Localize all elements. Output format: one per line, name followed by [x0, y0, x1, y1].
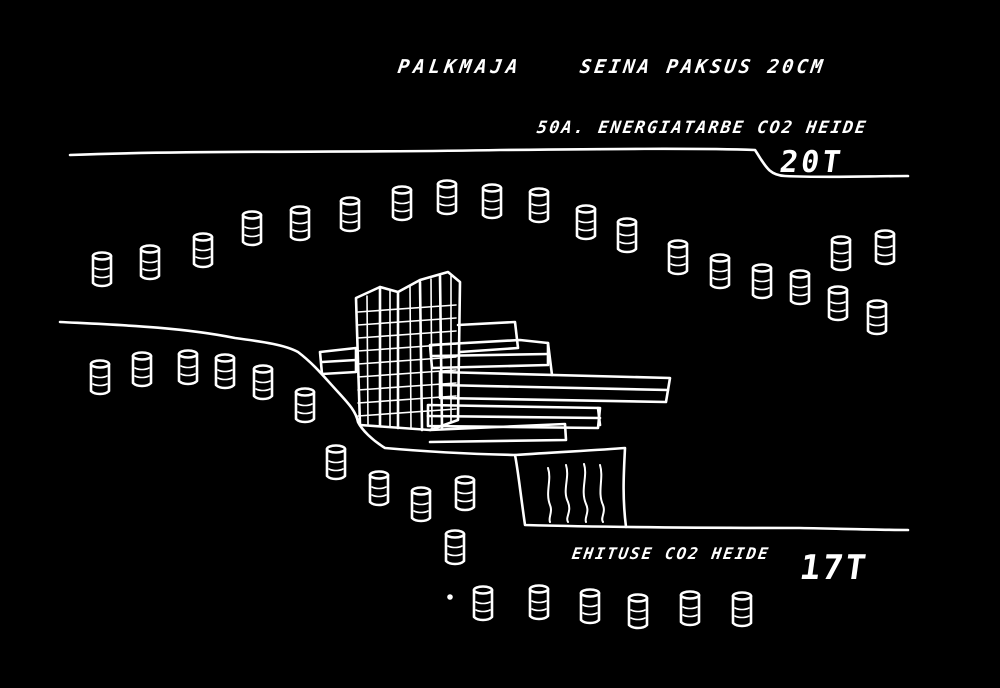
construction-emission-value: 17T [797, 548, 871, 588]
co2-barrel-icon [866, 299, 888, 336]
co2-barrel-icon [91, 251, 113, 288]
co2-barrel-icon [214, 353, 236, 390]
co2-barrel-icon [528, 584, 550, 621]
co2-barrel-icon [454, 475, 476, 512]
co2-barrel-icon [616, 217, 638, 254]
co2-barrel-icon [709, 253, 731, 290]
co2-barrel-icon [294, 387, 316, 424]
co2-barrel-icon [667, 239, 689, 276]
co2-barrel-icon [289, 205, 311, 242]
waterfall-streams [548, 464, 604, 522]
co2-barrel-icon [131, 351, 153, 388]
co2-barrel-icon [177, 349, 199, 386]
co2-barrel-icon [481, 183, 503, 220]
material-title: PALKMAJA [396, 56, 524, 78]
co2-barrel-icon [827, 285, 849, 322]
co2-barrel-icon [528, 187, 550, 224]
co2-barrel-icon [444, 529, 466, 566]
co2-barrel-icon [325, 444, 347, 481]
energy-emission-value: 20T [777, 145, 846, 180]
co2-barrel-icon [874, 229, 896, 266]
co2-barrel-icon [575, 204, 597, 241]
co2-barrel-icon [192, 232, 214, 269]
co2-barrel-icon [731, 591, 753, 628]
co2-barrel-icon [368, 470, 390, 507]
co2-barrel-icon [679, 590, 701, 627]
co2-barrel-icon [751, 263, 773, 300]
wall-thickness-title: SEINA PAKSUS 20CM [578, 56, 828, 78]
co2-barrel-icon [789, 269, 811, 306]
house-sketch [320, 272, 670, 442]
co2-barrel-icon [472, 585, 494, 622]
co2-barrel-icon [579, 588, 601, 625]
co2-barrel-icon [252, 364, 274, 401]
ink-dot [447, 594, 453, 600]
co2-barrel-icon [436, 179, 458, 216]
co2-barrel-icon [830, 235, 852, 272]
energy-level-line [70, 149, 908, 177]
construction-emission-label: EHITUSE CO2 HEIDE [570, 544, 772, 563]
co2-barrel-icon [627, 593, 649, 630]
energy-emission-label: 50A. ENERGIATARBE CO2 HEIDE [535, 118, 869, 138]
co2-barrel-icon [241, 210, 263, 247]
co2-barrel-icon [391, 185, 413, 222]
energy-barrels [91, 179, 896, 336]
co2-barrel-icon [89, 359, 111, 396]
co2-barrel-icon [339, 196, 361, 233]
terrain-line [60, 322, 908, 530]
waterfall-rock [515, 448, 626, 527]
co2-barrel-icon [410, 486, 432, 523]
co2-barrel-icon [139, 244, 161, 281]
